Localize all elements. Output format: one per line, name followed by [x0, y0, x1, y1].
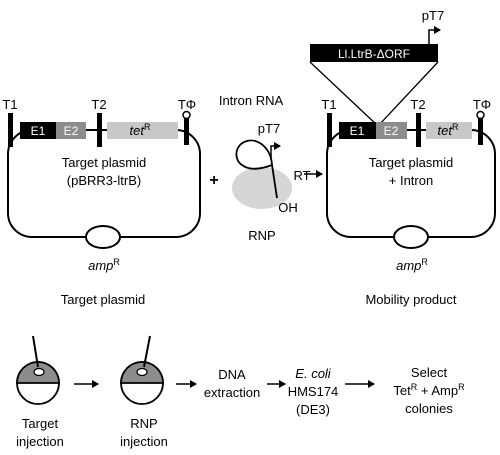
left-tphi-label: TΦ — [178, 97, 196, 112]
injection-needle-1 — [32, 335, 39, 368]
right-tet-box — [426, 122, 472, 139]
oocyte-2-nucleus — [136, 367, 148, 377]
right-title-line1: Target plasmid — [369, 155, 454, 170]
right-t2-label: T2 — [410, 97, 425, 112]
workflow-row: Target injection RNP injection DNA extra… — [16, 335, 465, 449]
left-t1-label: T1 — [2, 97, 17, 112]
step1-line1: Target — [22, 416, 59, 431]
left-tet-box — [107, 122, 178, 139]
right-t1-label: T1 — [321, 97, 336, 112]
right-terminator-t1-bar — [327, 113, 332, 147]
insert-promoter-arrow — [428, 26, 441, 44]
left-terminator-t1-bar — [8, 113, 13, 147]
right-terminator-t2-bar — [416, 113, 421, 147]
step3-line1: DNA — [218, 367, 246, 382]
left-terminator-tphi-loop — [182, 110, 191, 120]
step2-line2: injection — [120, 434, 168, 449]
left-terminator-tphi-bar — [184, 115, 189, 145]
rt-label: RT — [293, 168, 310, 183]
intron-insert-label: Ll.LtrB-ΔORF — [338, 47, 410, 61]
intron-rna-label: Intron RNA — [219, 93, 284, 108]
rnp-promoter-arrow — [270, 142, 281, 160]
step2-line1: RNP — [130, 416, 157, 431]
left-plasmid: T1 T2 TΦ E1 E2 tetR Target plasmid (pBRR… — [2, 97, 201, 307]
intron-rna-loop — [235, 139, 278, 199]
right-e2-label: E2 — [384, 124, 399, 138]
step4-line3: (DE3) — [296, 402, 330, 417]
left-amp-marker — [85, 225, 121, 249]
right-tet-label: tetR — [438, 122, 459, 138]
insert-right-guide — [377, 61, 439, 127]
rnp-label: RNP — [248, 228, 275, 243]
left-gene-e2-box — [56, 122, 86, 139]
right-terminator-tphi-loop — [476, 110, 485, 120]
left-gene-e1-box — [20, 122, 56, 139]
left-amp-label: ampR — [88, 257, 120, 273]
step3-line2: extraction — [204, 385, 260, 400]
right-plasmid: Ll.LtrB-ΔORF pT7 T1 T2 TΦ E1 E2 tetR Tar… — [309, 8, 496, 307]
plus-sign: + — [209, 172, 218, 189]
step5-line2: TetR + AmpR — [393, 382, 465, 398]
rnp-complex: Intron RNA pT7 OH RNP RT — [219, 93, 311, 243]
left-caption: Target plasmid — [61, 292, 146, 307]
right-e1-label: E1 — [350, 124, 365, 138]
step4-line2: HMS174 — [288, 384, 339, 399]
right-amp-marker — [393, 225, 429, 249]
right-gene-e1-box — [339, 122, 376, 139]
left-e2-label: E2 — [64, 124, 79, 138]
step1-line2: injection — [16, 434, 64, 449]
intron-insert-box — [310, 44, 438, 62]
insert-promoter-label: pT7 — [422, 8, 444, 23]
right-gene-e2-box — [376, 122, 407, 139]
left-e1-label: E1 — [31, 124, 46, 138]
insert-left-guide — [309, 61, 379, 127]
step4-line1: E. coli — [295, 366, 332, 381]
step5-line1: Select — [411, 365, 448, 380]
right-tphi-label: TΦ — [473, 97, 491, 112]
step5-line3: colonies — [405, 401, 453, 416]
right-caption: Mobility product — [365, 292, 456, 307]
left-terminator-t2-bar — [97, 113, 102, 147]
left-tet-label: tetR — [130, 122, 151, 138]
left-title-line1: Target plasmid — [62, 155, 147, 170]
injection-needle-2 — [143, 335, 151, 368]
right-title-line2: + Intron — [389, 173, 433, 188]
rnp-protein-oval — [232, 167, 292, 209]
right-terminator-tphi-bar — [478, 115, 483, 145]
oh-label: OH — [278, 200, 298, 215]
oocyte-1-nucleus — [33, 367, 45, 377]
left-t2-label: T2 — [91, 97, 106, 112]
right-amp-label: ampR — [396, 257, 428, 273]
left-title-line2: (pBRR3-ltrB) — [67, 173, 141, 188]
rnp-promoter-label: pT7 — [258, 121, 280, 136]
